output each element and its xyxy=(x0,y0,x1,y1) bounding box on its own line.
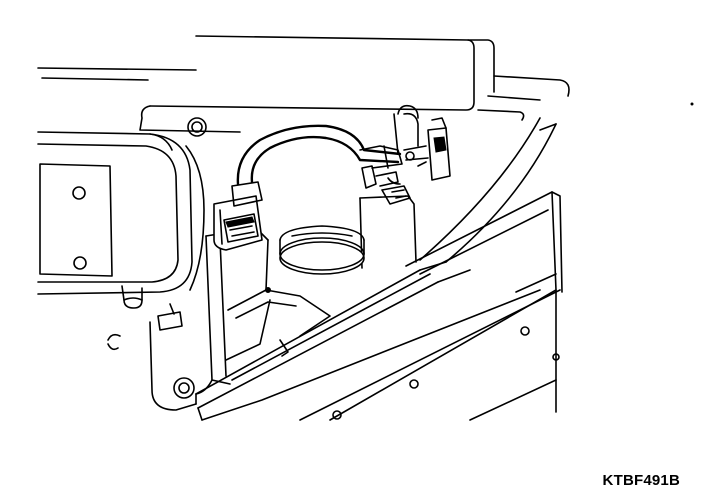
figure-code-label: KTBF491B xyxy=(602,472,680,489)
fluid-reservoir xyxy=(280,196,416,274)
air-intake-duct xyxy=(38,132,204,308)
upper-cover-plate xyxy=(38,36,569,132)
lower-left-mount xyxy=(108,304,196,410)
lower-right-panel xyxy=(202,290,560,420)
mounting-bolt xyxy=(188,118,206,136)
harness-clip-bracket xyxy=(362,166,410,204)
lower-frame-rail xyxy=(196,262,470,420)
wiring-connector-plug xyxy=(214,182,262,250)
right-panel xyxy=(330,118,562,420)
upper-connector-assembly xyxy=(394,106,450,180)
stray-mark xyxy=(691,103,693,105)
